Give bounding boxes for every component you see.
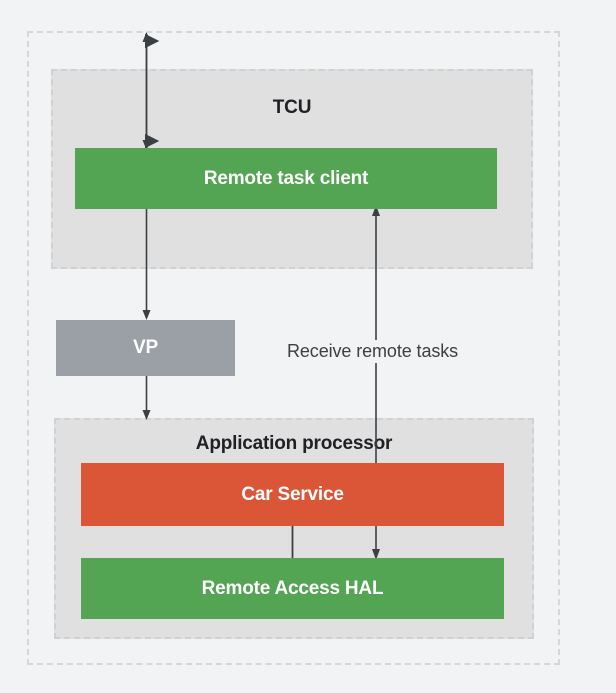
block-remote-task-client[interactable]: Remote task client	[75, 148, 497, 209]
connector-tcu-external	[139, 32, 160, 150]
group-tcu-label: TCU	[272, 97, 312, 118]
block-remote-access-hal[interactable]: Remote Access HAL	[81, 558, 504, 619]
block-car-service[interactable]: Car Service	[81, 463, 504, 526]
connector-label-receive-remote-tasks: Receive remote tasks	[281, 340, 465, 363]
connector-car-service-to-hal	[285, 524, 301, 559]
group-application-processor-label: Application processor	[195, 433, 393, 454]
vehicle-boundary-frame	[27, 31, 560, 665]
connector-vp-to-application-processor	[139, 376, 155, 420]
block-vp[interactable]: VP	[56, 320, 235, 376]
connector-client-to-vp	[139, 205, 155, 320]
